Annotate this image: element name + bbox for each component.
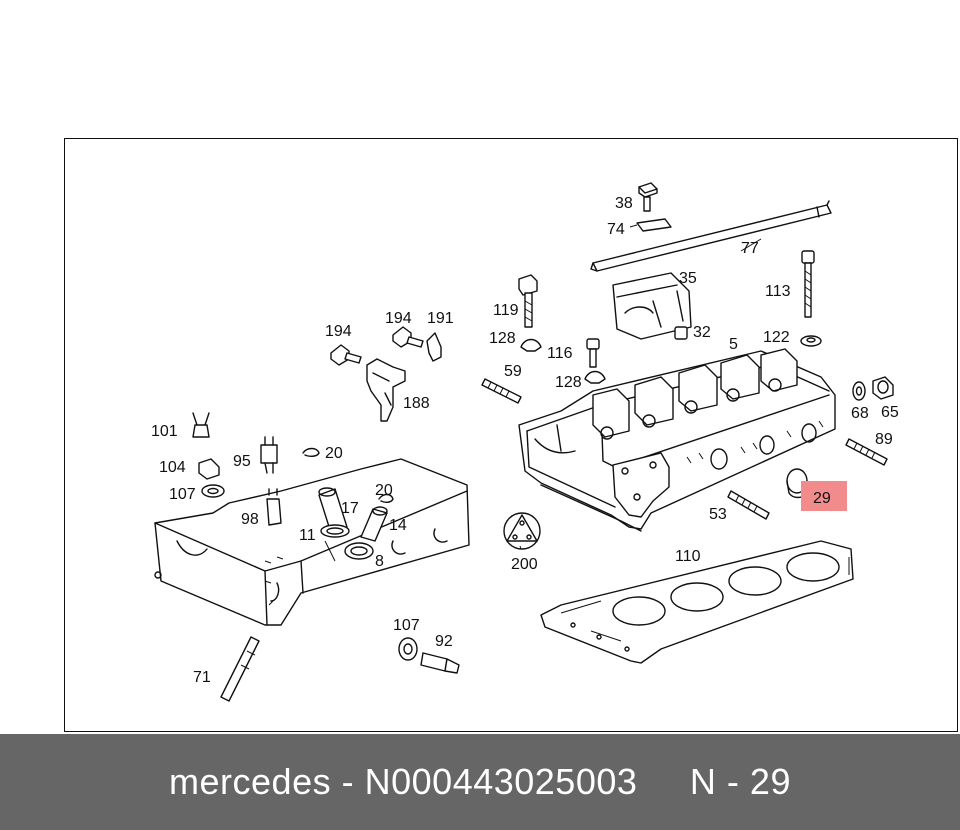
part-14-sleeve [360, 506, 388, 542]
part-20-clip-lower [378, 493, 394, 504]
part-95-sensor [260, 436, 278, 474]
label-77: 77 [741, 240, 759, 257]
label-32: 32 [693, 324, 711, 341]
part-101-valve [192, 412, 210, 438]
label-68: 68 [851, 405, 869, 422]
label-53: 53 [709, 506, 727, 523]
part-labels: 38 74 77 35 113 119 128 32 122 5 116 59 … [151, 195, 899, 686]
part-8-seal [344, 542, 374, 560]
label-188: 188 [403, 395, 430, 412]
label-59: 59 [504, 363, 522, 380]
footer-bar: mercedes - N000443025003 N - 29 [0, 734, 960, 830]
part-59-stud [481, 378, 522, 404]
part-113-long-bolt [801, 250, 815, 318]
part-92-sensor [420, 652, 460, 674]
part-200-plate [503, 512, 541, 550]
left-housing [154, 458, 470, 626]
label-65: 65 [881, 404, 899, 421]
part-35-bearing-cap [612, 272, 692, 340]
label-107-left: 107 [169, 486, 196, 503]
part-20-clip-upper [302, 447, 320, 458]
part-71-tube [220, 636, 260, 702]
part-68-seal-ring [852, 381, 866, 401]
part-77-rail [590, 200, 832, 272]
label-74: 74 [607, 221, 625, 238]
part-194-bolt-right [392, 326, 424, 348]
footer-ref-prefix: N - [689, 761, 740, 802]
label-89: 89 [875, 431, 893, 448]
label-200: 200 [511, 556, 538, 573]
label-128-upper: 128 [489, 330, 516, 347]
footer-separator: - [341, 761, 355, 802]
label-116: 116 [547, 345, 573, 362]
part-89-stud [845, 438, 888, 466]
label-8: 8 [375, 553, 384, 570]
label-113: 113 [765, 283, 791, 300]
leader-lines [324, 224, 762, 562]
label-20-upper: 20 [325, 445, 343, 462]
part-98-sensor [266, 488, 282, 526]
label-95: 95 [233, 453, 251, 470]
label-11: 11 [299, 527, 316, 544]
part-128-shim-upper [520, 338, 542, 352]
part-110-head-gasket [540, 540, 854, 664]
label-191: 191 [427, 310, 454, 327]
footer-ref-number: 29 [749, 761, 791, 802]
label-128-lower: 128 [555, 374, 582, 391]
part-38-bolt [638, 182, 658, 212]
part-122-washer [800, 335, 822, 347]
highlight-box [801, 481, 847, 511]
part-74-washer [636, 218, 672, 232]
footer-part-number: N000443025003 [364, 761, 638, 802]
part-191-bracket [426, 332, 442, 362]
part-65-screw-plug [872, 376, 894, 400]
part-107-washer-bottom [398, 637, 418, 661]
label-29: 29 [813, 490, 831, 507]
label-71: 71 [193, 669, 211, 686]
part-116-bolt [586, 338, 600, 368]
label-38: 38 [615, 195, 633, 212]
part-119-bolt [518, 274, 538, 328]
cylinder-head [518, 348, 836, 532]
part-188-bracket [366, 358, 406, 422]
label-98: 98 [241, 511, 259, 528]
label-110: 110 [675, 548, 701, 565]
label-101: 101 [151, 423, 178, 440]
part-194-bolt-left [330, 344, 362, 366]
footer-caption: mercedes - N000443025003 N - 29 [169, 761, 791, 803]
label-14: 14 [389, 517, 407, 534]
part-107-washer-left [201, 484, 225, 498]
exploded-parts-diagram: 38 74 77 35 113 119 128 32 122 5 116 59 … [151, 182, 899, 702]
label-35: 35 [679, 270, 697, 287]
part-32-sleeve [674, 326, 688, 340]
label-104: 104 [159, 459, 186, 476]
part-11-o-ring [320, 524, 350, 538]
label-17: 17 [341, 500, 359, 517]
diagram-frame: 38 74 77 35 113 119 128 32 122 5 116 59 … [64, 138, 958, 732]
label-92: 92 [435, 633, 453, 650]
label-119: 119 [493, 302, 519, 319]
label-20-lower: 20 [375, 482, 393, 499]
part-128-shim-lower [584, 370, 606, 384]
label-107-bottom: 107 [393, 617, 420, 634]
label-5: 5 [729, 336, 738, 353]
footer-brand: mercedes [169, 761, 332, 802]
part-53-stud [727, 490, 770, 520]
label-194-right: 194 [385, 310, 412, 327]
label-194-left: 194 [325, 323, 352, 340]
part-104-plug [198, 458, 220, 480]
part-17-sleeve [318, 487, 348, 534]
label-122: 122 [763, 329, 790, 346]
